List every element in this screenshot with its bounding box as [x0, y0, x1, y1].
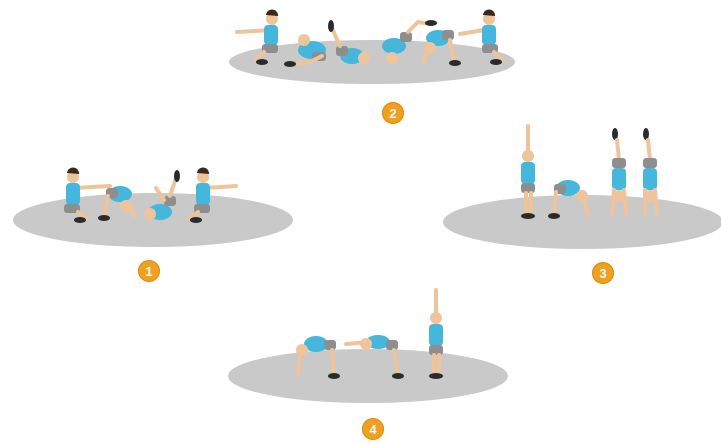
mat-group-3	[443, 195, 721, 249]
figure-handstand-2	[643, 128, 657, 214]
mat-group-1	[13, 193, 293, 247]
mat-group-4	[228, 349, 508, 403]
figure-handstand	[612, 128, 626, 214]
step-badge-1: 1	[138, 260, 160, 282]
step-badge-3: 3	[592, 262, 614, 284]
step-badge-2: 2	[382, 102, 404, 124]
step-badge-4: 4	[362, 418, 384, 440]
